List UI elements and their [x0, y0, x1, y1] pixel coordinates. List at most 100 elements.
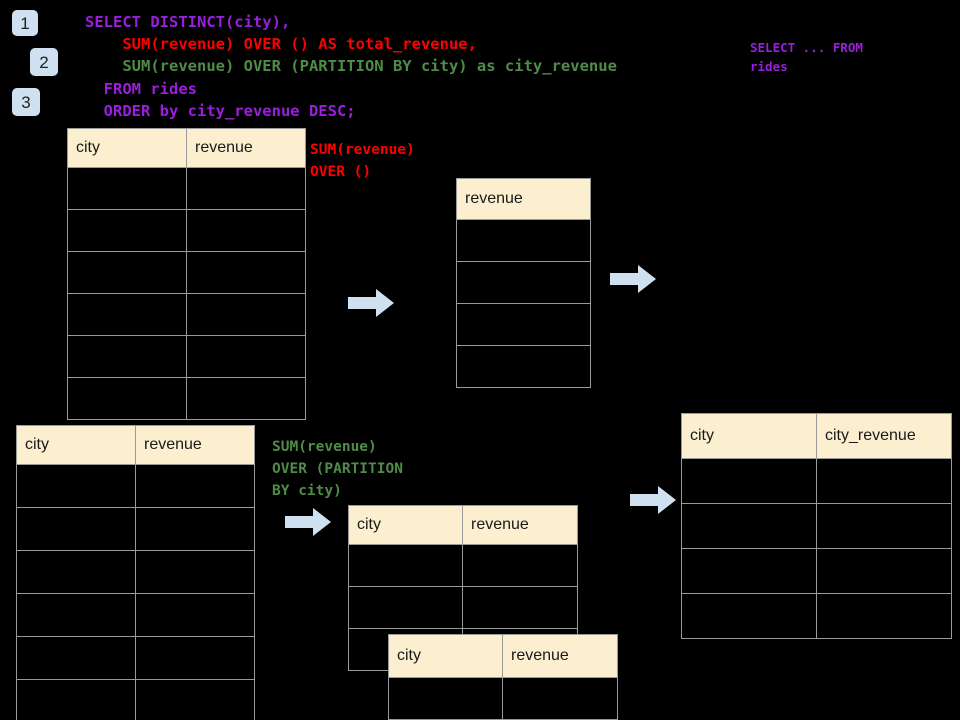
step-badge-2-label: 2 — [39, 52, 49, 72]
cell-city — [67, 335, 187, 378]
table-row — [16, 550, 255, 594]
cell-city — [67, 167, 187, 210]
table-row — [67, 209, 306, 252]
column-header-revenue: revenue — [462, 505, 578, 545]
cell-revenue — [186, 293, 306, 336]
table-row — [681, 593, 952, 639]
cell-city-revenue — [816, 503, 952, 549]
cell-revenue — [456, 303, 591, 346]
table-row — [456, 345, 591, 388]
table-row — [16, 507, 255, 551]
table-row — [67, 377, 306, 420]
cell-revenue — [135, 679, 255, 720]
cell-city — [348, 586, 463, 629]
query-line-city-revenue: SUM(revenue) OVER (PARTITION BY city) as… — [85, 57, 617, 75]
table-rides-source-top: city revenue — [67, 128, 306, 420]
cell-city — [67, 251, 187, 294]
table-row — [67, 251, 306, 294]
column-header-city: city — [388, 634, 503, 678]
table-partition-front: city revenue — [388, 634, 618, 720]
column-header-city: city — [16, 425, 136, 465]
cell-revenue — [186, 209, 306, 252]
annotation-over-partition: SUM(revenue) OVER (PARTITION BY city) — [272, 439, 403, 499]
table-row — [456, 303, 591, 346]
annotation-over-empty: SUM(revenue) OVER () — [310, 142, 415, 180]
arrow-right-icon — [610, 265, 656, 293]
table-header-row: city city_revenue — [681, 413, 952, 459]
cell-revenue — [462, 544, 578, 587]
table-row — [456, 261, 591, 304]
step-badge-2: 2 — [30, 48, 58, 76]
cell-city — [681, 503, 817, 549]
cell-revenue — [462, 586, 578, 629]
table-row — [348, 586, 578, 629]
cell-revenue — [135, 507, 255, 551]
cell-city — [388, 677, 503, 720]
cell-revenue — [186, 335, 306, 378]
arrow-right-icon — [348, 289, 394, 317]
query-line-from: FROM rides — [85, 80, 197, 98]
column-header-city: city — [67, 128, 187, 168]
query-line-order-by: ORDER by city_revenue DESC; — [85, 102, 356, 120]
cell-revenue — [186, 167, 306, 210]
table-row — [67, 335, 306, 378]
table-row — [388, 677, 618, 720]
cell-city — [16, 507, 136, 551]
cell-city — [16, 464, 136, 508]
table-rides-source-bottom: city revenue — [16, 425, 255, 720]
cell-city-revenue — [816, 458, 952, 504]
table-row — [681, 548, 952, 594]
table-row — [681, 503, 952, 549]
cell-revenue — [456, 345, 591, 388]
table-row — [348, 544, 578, 587]
query-line-select: SELECT DISTINCT(city), — [85, 13, 291, 31]
table-total-revenue: revenue — [456, 178, 591, 388]
cell-city — [681, 548, 817, 594]
cell-city — [67, 293, 187, 336]
step-badge-3-label: 3 — [21, 92, 31, 112]
cell-revenue — [135, 593, 255, 637]
step-badge-1-label: 1 — [20, 13, 30, 33]
cell-revenue — [456, 219, 591, 262]
table-header-row: city revenue — [67, 128, 306, 168]
cell-city — [16, 636, 136, 680]
cell-city — [681, 593, 817, 639]
column-header-city-revenue: city_revenue — [816, 413, 952, 459]
table-header-row: city revenue — [388, 634, 618, 678]
cell-city — [681, 458, 817, 504]
table-row — [456, 219, 591, 262]
select-from-rides-label: SELECT ... FROM rides — [750, 40, 863, 74]
query-line-total-revenue: SUM(revenue) OVER () AS total_revenue, — [85, 35, 477, 53]
column-header-revenue: revenue — [502, 634, 618, 678]
cell-revenue — [502, 677, 618, 720]
cell-revenue — [456, 261, 591, 304]
cell-revenue — [135, 636, 255, 680]
table-row — [16, 464, 255, 508]
cell-revenue — [186, 251, 306, 294]
cell-revenue — [186, 377, 306, 420]
cell-city — [67, 209, 187, 252]
table-row — [16, 593, 255, 637]
table-row — [681, 458, 952, 504]
cell-city — [16, 679, 136, 720]
arrow-right-icon — [285, 508, 331, 536]
arrow-right-icon — [630, 486, 676, 514]
table-row — [67, 167, 306, 210]
cell-city-revenue — [816, 548, 952, 594]
table-header-row: city revenue — [348, 505, 578, 545]
cell-city — [16, 593, 136, 637]
table-row — [16, 636, 255, 680]
table-row — [67, 293, 306, 336]
cell-city — [348, 544, 463, 587]
table-header-row: revenue — [456, 178, 591, 220]
cell-revenue — [135, 464, 255, 508]
column-header-city: city — [348, 505, 463, 545]
column-header-revenue: revenue — [186, 128, 306, 168]
column-header-city: city — [681, 413, 817, 459]
table-row — [16, 679, 255, 720]
cell-city — [67, 377, 187, 420]
cell-city — [16, 550, 136, 594]
column-header-revenue: revenue — [135, 425, 255, 465]
table-final-result: city city_revenue — [681, 413, 952, 639]
